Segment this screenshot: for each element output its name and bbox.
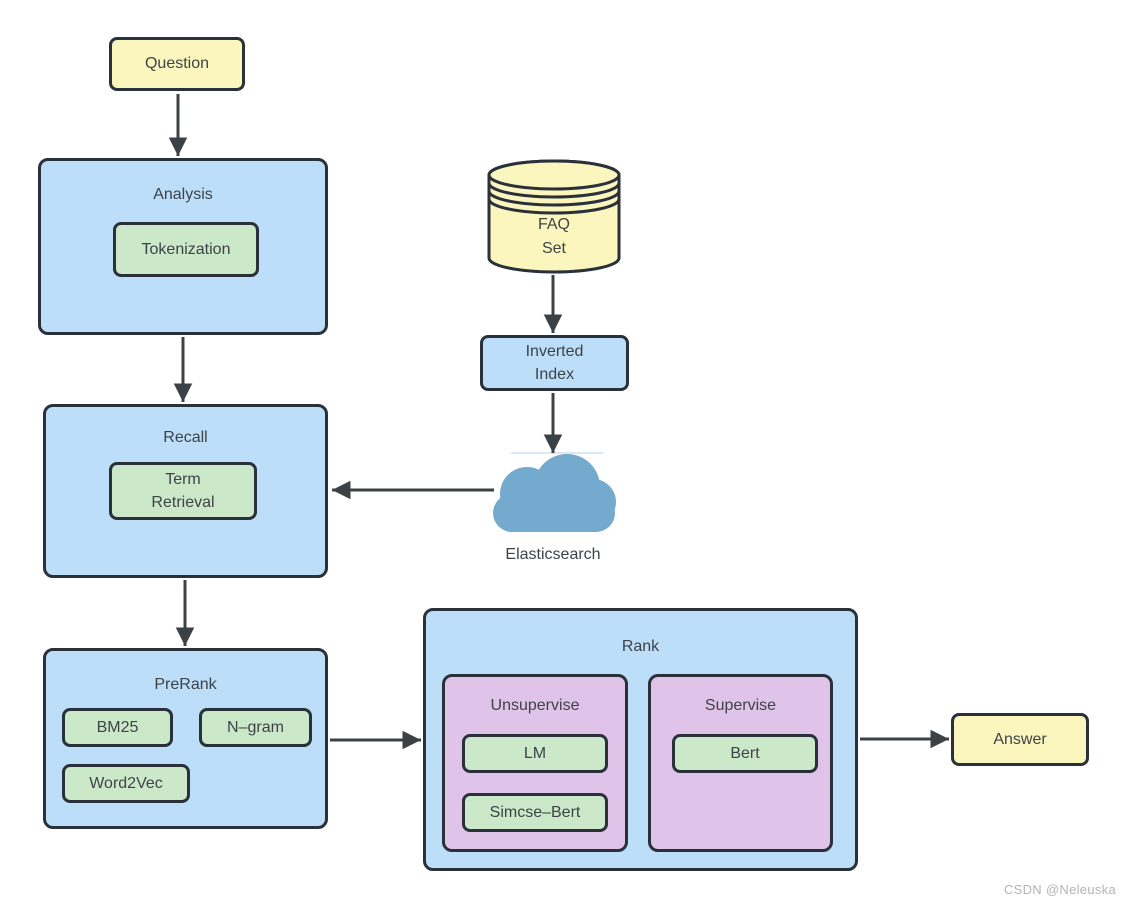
elasticsearch-cloud-icon <box>493 454 616 532</box>
unsupervise-group: Unsupervise LM Simcse–Bert <box>442 674 628 852</box>
inverted-index-node: Inverted Index <box>480 335 629 391</box>
supervise-group: Supervise Bert <box>648 674 833 852</box>
analysis-title: Analysis <box>153 186 213 203</box>
simcse-bert-node: Simcse–Bert <box>462 793 608 832</box>
recall-container: Recall Term Retrieval <box>43 404 328 578</box>
supervise-title: Supervise <box>704 697 777 714</box>
bert-node: Bert <box>672 734 818 773</box>
term-retrieval-node: Term Retrieval <box>109 462 257 520</box>
recall-title: Recall <box>163 429 208 446</box>
analysis-container: Analysis Tokenization <box>38 158 328 335</box>
ngram-node: N–gram <box>199 708 312 747</box>
question-node: Question <box>109 37 245 91</box>
word2vec-node: Word2Vec <box>62 764 190 803</box>
prerank-title: PreRank <box>154 676 217 693</box>
unsupervise-title: Unsupervise <box>490 697 580 714</box>
watermark: CSDN @Neleuska <box>1003 882 1116 897</box>
tokenization-node: Tokenization <box>113 222 259 277</box>
rank-title: Rank <box>621 638 660 655</box>
bm25-node: BM25 <box>62 708 173 747</box>
lm-node: LM <box>462 734 608 773</box>
rank-container: Rank Unsupervise LM Simcse–Bert Supervis… <box>423 608 858 871</box>
elasticsearch-label: Elasticsearch <box>505 546 601 563</box>
answer-node: Answer <box>951 713 1089 766</box>
faq-set-label: FAQ Set <box>537 216 570 257</box>
prerank-container: PreRank BM25 N–gram Word2Vec <box>43 648 328 829</box>
